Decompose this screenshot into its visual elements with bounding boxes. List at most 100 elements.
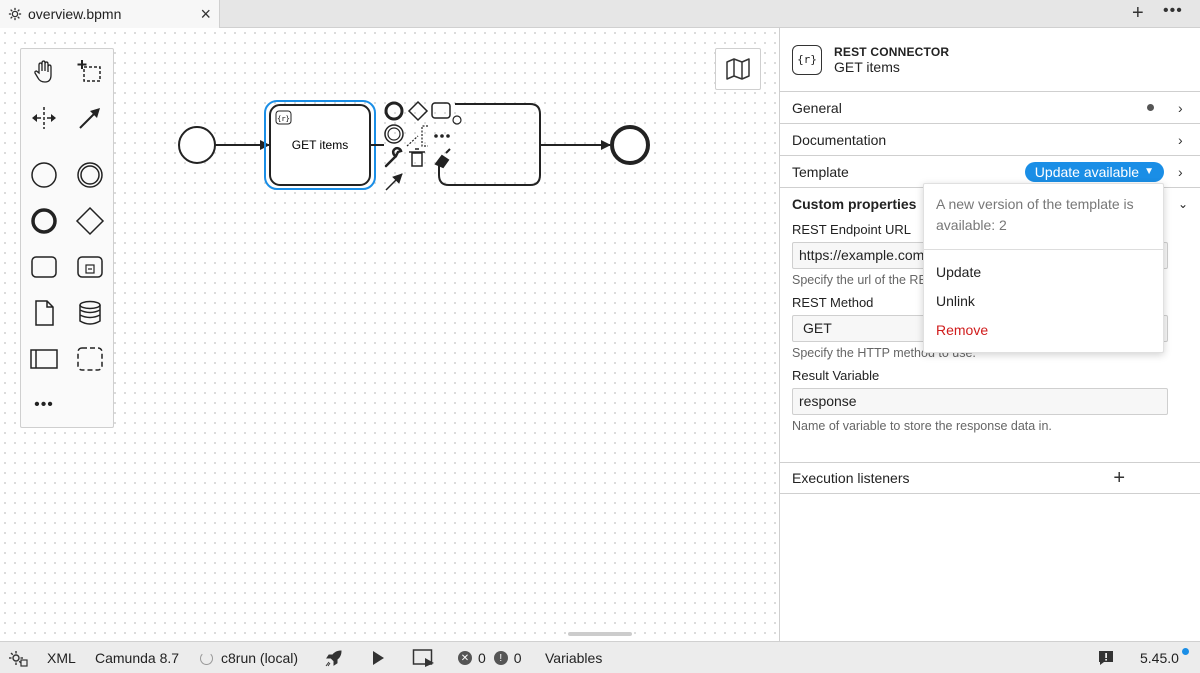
new-tab-button[interactable]: + — [1132, 2, 1144, 24]
rocket-icon — [325, 650, 342, 667]
deploy-button[interactable] — [324, 642, 344, 673]
minimap-toggle-button[interactable] — [715, 48, 761, 90]
add-listener-button[interactable]: + — [1113, 466, 1125, 489]
group-general[interactable]: General › — [780, 92, 1200, 124]
append-intermediate-event-icon[interactable] — [384, 124, 404, 144]
space-tool-icon — [32, 107, 56, 129]
create-start-event[interactable] — [24, 156, 64, 194]
custom-properties-title: Custom properties — [792, 196, 917, 212]
tab-overview[interactable]: overview.bpmn × — [0, 0, 220, 28]
lasso-tool[interactable] — [70, 53, 110, 91]
append-text-annotation-icon[interactable] — [406, 125, 428, 147]
execution-listeners-label: Execution listeners — [792, 470, 910, 486]
remove-template-item[interactable]: Remove — [936, 321, 989, 338]
template-update-label: Update available — [1034, 163, 1140, 180]
play-icon — [373, 651, 384, 665]
group-execution-listeners[interactable]: Execution listeners + — [780, 462, 1200, 494]
lasso-icon — [77, 60, 101, 82]
update-template-item[interactable]: Update — [936, 263, 982, 280]
error-count: 0 — [478, 650, 486, 666]
chevron-right-icon: › — [1178, 99, 1183, 116]
gear-icon — [8, 7, 22, 21]
create-subprocess[interactable] — [70, 248, 110, 286]
xml-button[interactable]: XML — [47, 650, 76, 666]
feedback-icon — [1099, 651, 1113, 665]
start-event[interactable] — [178, 126, 216, 164]
rest-url-label: REST Endpoint URL — [792, 222, 911, 237]
popup-message: A new version of the template is availab… — [924, 184, 1163, 250]
paint-bucket-icon[interactable] — [434, 148, 451, 169]
problems-button[interactable]: ✕ 0 ! 0 — [458, 642, 522, 673]
append-gateway-icon[interactable] — [407, 100, 429, 122]
diagram-canvas[interactable]: {r} GET items — [0, 28, 780, 641]
hand-tool[interactable] — [24, 53, 64, 91]
app-version[interactable]: 5.45.0 — [1140, 650, 1179, 666]
custom-properties-header[interactable]: Custom properties ⌄ — [792, 188, 1188, 220]
unlink-template-item[interactable]: Unlink — [936, 292, 975, 309]
start-instance-button[interactable] — [412, 642, 436, 673]
error-icon: ✕ — [458, 651, 472, 665]
rest-connector-icon: {r} — [792, 44, 822, 75]
settings-gear-icon — [9, 651, 28, 667]
result-variable-label: Result Variable — [792, 368, 880, 383]
group-template[interactable]: Template Update available ▼ › — [780, 156, 1200, 188]
space-tool[interactable] — [24, 99, 64, 137]
arrow-icon — [79, 108, 100, 129]
create-end-event[interactable] — [24, 202, 64, 240]
create-data-object[interactable] — [24, 294, 64, 332]
element-name: GET items — [834, 58, 900, 75]
more-options-icon[interactable] — [434, 134, 450, 138]
variables-button[interactable]: Variables — [545, 650, 603, 666]
end-event-icon — [31, 208, 57, 234]
more-options-button[interactable]: ••• — [1163, 2, 1183, 19]
bottom-panel-resize-handle[interactable] — [568, 632, 632, 636]
runtime-button[interactable]: c8run (local) — [200, 642, 298, 673]
gateway-icon — [75, 206, 105, 236]
create-group[interactable] — [70, 340, 110, 378]
screen-play-icon — [412, 649, 434, 667]
task-empty[interactable] — [438, 103, 541, 186]
loading-spinner-icon — [200, 651, 213, 665]
element-type: REST CONNECTOR — [834, 44, 950, 59]
bpmn-diagram: {r} GET items — [178, 100, 650, 191]
warning-icon: ! — [493, 651, 508, 665]
palette-more-button[interactable]: ••• — [34, 396, 54, 413]
create-gateway[interactable] — [70, 202, 110, 240]
connect-icon[interactable] — [385, 173, 403, 191]
run-button[interactable] — [371, 642, 385, 673]
create-intermediate-event[interactable] — [70, 156, 110, 194]
rest-method-label: REST Method — [792, 295, 874, 310]
panel-header: {r} REST CONNECTOR GET items — [780, 28, 1200, 92]
create-task[interactable] — [24, 248, 64, 286]
delete-icon[interactable] — [409, 148, 425, 167]
data-marker-icon — [1147, 104, 1154, 111]
settings-icon[interactable] — [452, 115, 462, 125]
end-event[interactable] — [610, 125, 650, 165]
create-data-store[interactable] — [70, 294, 110, 332]
task-icon — [31, 256, 57, 278]
group-template-label: Template — [792, 163, 849, 180]
wrench-icon[interactable] — [384, 146, 403, 168]
task-label: GET items — [292, 138, 348, 152]
engine-version-button[interactable]: Camunda 8.7 — [95, 650, 180, 666]
tool-palette: ••• — [20, 48, 114, 428]
tab-bar: overview.bpmn × + ••• — [0, 0, 1200, 28]
template-update-badge[interactable]: Update available ▼ — [1024, 161, 1164, 182]
start-event-icon — [31, 162, 57, 188]
chevron-down-icon: ⌄ — [1177, 197, 1188, 211]
append-task-icon[interactable] — [431, 102, 451, 119]
append-end-event-icon[interactable] — [384, 101, 404, 121]
status-settings-button[interactable] — [8, 642, 28, 673]
connect-tool[interactable] — [70, 99, 110, 137]
map-icon — [726, 58, 750, 80]
create-pool[interactable] — [24, 340, 64, 378]
runtime-label: c8run (local) — [221, 650, 299, 666]
result-variable-input[interactable]: response — [792, 388, 1168, 415]
feedback-button[interactable] — [1098, 642, 1114, 673]
hand-icon — [34, 60, 52, 83]
group-documentation[interactable]: Documentation › — [780, 124, 1200, 156]
pool-icon — [30, 349, 58, 369]
close-icon[interactable]: × — [200, 4, 211, 24]
task-template-badge: {r} — [277, 115, 290, 123]
data-store-icon — [79, 300, 101, 325]
